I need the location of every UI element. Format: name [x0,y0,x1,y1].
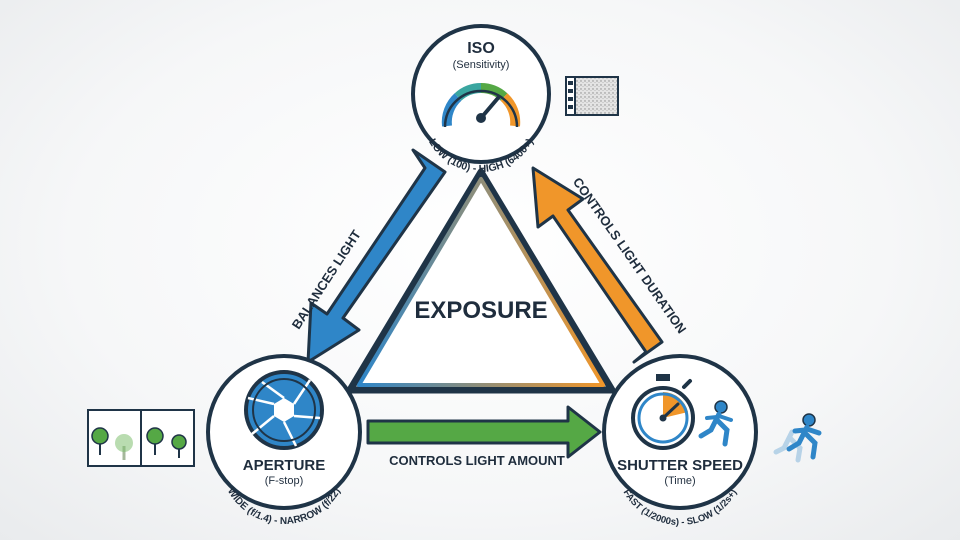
motion-blur-runner-icon [773,413,822,463]
controls-light-amount-label: CONTROLS LIGHT AMOUNT [389,453,565,468]
shutter-speed-subtitle: (Time) [664,475,695,487]
aperture-title: APERTURE [243,457,326,474]
aperture-icon [244,370,324,450]
shutter-speed-title: SHUTTER SPEED [617,457,743,474]
aperture-node: APERTURE (F-stop) WIDE (f/1.4) - NARROW … [206,354,362,527]
depth-of-field-trees-icon [87,409,195,467]
stopwatch-icon [631,374,695,450]
gauge-icon [441,83,521,128]
exposure-label: EXPOSURE [414,297,547,324]
aperture-subtitle: (F-stop) [265,475,304,487]
exposure-triangle: EXPOSURE [346,168,616,394]
controls-light-amount-arrow: CONTROLS LIGHT AMOUNT [366,405,602,468]
running-person-icon [698,400,733,447]
iso-subtitle: (Sensitivity) [453,59,510,71]
iso-node: ISO (Sensitivity) LOW (100) - HIGH (6400… [411,24,551,175]
iso-title: ISO [467,40,495,57]
shutter-speed-node: SHUTTER SPEED (Time) FAST (1/2000s) - SL… [602,354,758,528]
grain-film-icon [565,76,619,116]
